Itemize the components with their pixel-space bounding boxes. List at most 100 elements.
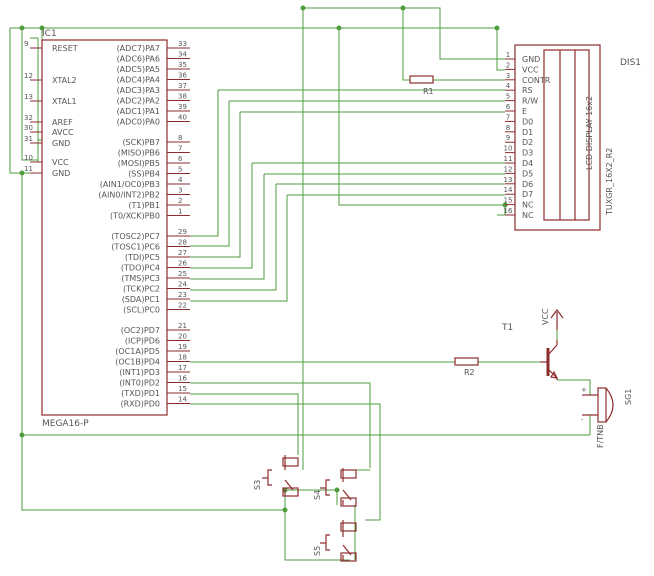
- ic1-pin-num: 9: [24, 40, 28, 48]
- ic1-pin-num: 30: [24, 124, 33, 132]
- ic1-pin-num: 24: [178, 281, 187, 289]
- ic1-pin-label: (T0/XCK)PB0: [110, 212, 160, 221]
- ic1-pin-num: 15: [178, 385, 187, 393]
- lcd-pin-label: D3: [522, 149, 533, 158]
- lcd-pin-num: 12: [504, 165, 513, 173]
- ic1-pin-num: 27: [178, 249, 187, 257]
- ic1-pin-num: 13: [24, 93, 33, 101]
- t1-label: T1: [501, 323, 513, 333]
- ic1-pin-label: (RXD)PD0: [120, 400, 160, 409]
- ic1-pin-num: 40: [178, 114, 187, 122]
- ic1-pin-num: 14: [178, 396, 187, 404]
- lcd-pin-label: NC: [522, 201, 534, 210]
- lcd-pin-num: 9: [506, 134, 510, 142]
- lcd-pin-num: 16: [504, 207, 513, 215]
- ic1-pin-label: (INT0)PD2: [119, 379, 160, 388]
- ic1-pin-label: (SCL)PC0: [123, 306, 160, 315]
- ic1-pin-label: (SCK)PB7: [122, 138, 160, 147]
- ic1-pin-label: RESET: [52, 44, 78, 53]
- lcd-pin-num: 10: [504, 145, 513, 153]
- ic1-pin-label: (ADC1)PA1: [117, 107, 160, 116]
- lcd-pin-label: D5: [522, 169, 533, 178]
- ic1-pin-num: 36: [178, 72, 187, 80]
- lcd-inner-label: LCD DISPLAY 16x2: [585, 96, 594, 170]
- ic1-pin-num: 12: [24, 72, 33, 80]
- ic1-pin-label: XTAL1: [52, 97, 77, 106]
- lcd-pin-num: 8: [506, 124, 510, 132]
- lcd-pin-label: D6: [522, 180, 533, 189]
- ic1-pin-label: (ADC0)PA0: [117, 118, 160, 127]
- lcd-pin-num: 11: [504, 155, 513, 163]
- lcd-pin-num: 4: [506, 82, 511, 90]
- ic1-pin-label: (ADC5)PA5: [117, 65, 160, 74]
- lcd-pin-num: 14: [504, 186, 513, 194]
- ic1-pin-label: AREF: [52, 118, 73, 127]
- lcd-pin-label: D0: [522, 117, 533, 126]
- ic1-pin-num: 23: [178, 291, 187, 299]
- ic1-pin-label: (TOSC2)PC7: [111, 232, 160, 241]
- ic1-pin-num: 37: [178, 82, 187, 90]
- sg1-net-label: F/TNB: [596, 424, 605, 448]
- r1-label: R1: [423, 87, 434, 96]
- ic1-pin-label: (ADC6)PA6: [117, 55, 160, 64]
- transistor-t1: T1 VCC: [501, 308, 564, 380]
- wires: [9, 7, 591, 561]
- ic1-pin-label: (OC1A)PD5: [115, 347, 160, 356]
- ic1-pin-label: (INT1)PD3: [119, 368, 160, 377]
- lcd-pin-label: GND: [522, 55, 540, 64]
- ic1-pin-num: 17: [178, 364, 187, 372]
- ic1-pin-label: (AIN0/INT2)PB2: [98, 191, 160, 200]
- s4-label: S4: [313, 490, 322, 500]
- ic1-value: MEGA16-P: [42, 419, 89, 429]
- junctions: [19, 5, 508, 513]
- lcd-pin-num: 15: [504, 197, 513, 205]
- ic1-pin-label: XTAL2: [52, 76, 77, 85]
- switch-s5: S5: [313, 520, 357, 562]
- ic1-pin-num: 16: [178, 375, 187, 383]
- lcd-pin-num: 5: [506, 93, 510, 101]
- ic1-pin-label: (TCK)PC2: [123, 285, 160, 294]
- vcc-label: VCC: [541, 308, 550, 325]
- ic1-pin-num: 39: [178, 103, 187, 111]
- lcd-pin-num: 3: [506, 72, 510, 80]
- ic1-ref: IC1: [42, 29, 57, 39]
- ic1-pin-num: 6: [178, 155, 183, 163]
- ic1-pin-num: 29: [178, 228, 187, 236]
- ic1-pin-num: 3: [178, 187, 182, 195]
- lcd-pin-label: NC: [522, 211, 534, 220]
- ic1-pin-label: (OC2)PD7: [121, 326, 160, 335]
- ic1-pin-label: (T1)PB1: [128, 201, 160, 210]
- s5-label: S5: [313, 546, 322, 556]
- ic1-pin-label: (TXD)PD1: [121, 389, 160, 398]
- ic1-pin-label: GND: [52, 169, 70, 178]
- buzzer-sg1: + - SG1 F/TNB: [581, 386, 633, 448]
- sg1-label: SG1: [624, 389, 633, 405]
- lcd-pin-label: VCC: [522, 65, 539, 74]
- ic1-pin-label: (OC1B)PD4: [115, 358, 160, 367]
- lcd-value: TUXGR_16X2_R2: [605, 148, 614, 216]
- ic1-pin-num: 10: [24, 154, 33, 162]
- ic1-pin-num: 7: [178, 145, 182, 153]
- ic1-pin-num: 21: [178, 322, 187, 330]
- resistor-r2: R2: [454, 357, 479, 377]
- ic1-pin-num: 19: [178, 343, 187, 351]
- ic1-pin-num: 32: [24, 114, 33, 122]
- lcd-pin-label: D4: [522, 159, 533, 168]
- ic1-pin-label: GND: [52, 139, 70, 148]
- ic1-pin-label: (MISO)PB6: [118, 149, 160, 158]
- ic1-pin-num: 11: [24, 165, 33, 173]
- lcd-pin-label: E: [522, 107, 527, 116]
- ic1-pin-label: (TDI)PC5: [125, 253, 160, 262]
- ic1-pin-num: 18: [178, 354, 187, 362]
- ic1-pin-num: 8: [178, 134, 182, 142]
- sg1-minus: -: [581, 416, 584, 424]
- ic1-pin-label: (SDA)PC1: [122, 295, 160, 304]
- lcd-pin-num: 2: [506, 61, 510, 69]
- ic1-pin-num: 22: [178, 302, 187, 310]
- ic1-pin-num: 34: [178, 51, 187, 59]
- ic1-pin-num: 38: [178, 93, 187, 101]
- ic1-pin-label: (ICP)PD6: [125, 337, 160, 346]
